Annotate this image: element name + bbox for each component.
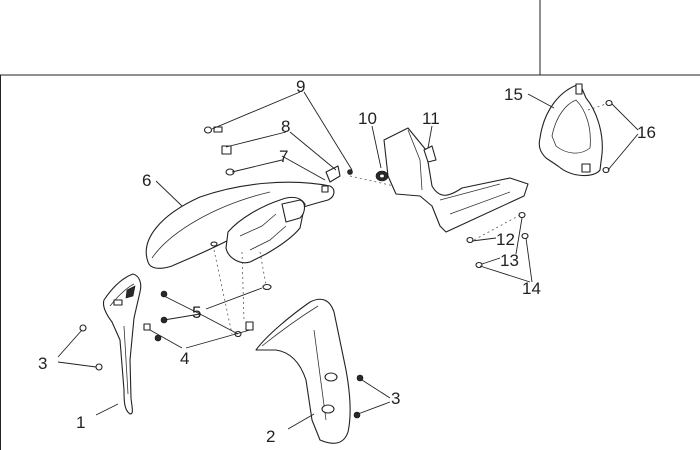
callout-7: 7: [279, 147, 288, 166]
callout-1: 1: [76, 413, 85, 432]
callout-10: 10: [358, 109, 377, 128]
callout-6: 6: [142, 171, 151, 190]
callout-13: 13: [500, 251, 519, 270]
assembly-guide-lines: [213, 103, 607, 335]
callout-14: 14: [522, 279, 541, 298]
callout-2: 2: [266, 427, 275, 446]
right-fork-cover-part: [255, 298, 351, 444]
callout-3: 3: [38, 354, 47, 373]
grab-handle-part: [538, 83, 603, 177]
callout-4: 4: [180, 349, 189, 368]
fastener-hardware: [79, 99, 613, 419]
left-fork-cover-part: [102, 273, 142, 415]
callout-12: 12: [496, 230, 515, 249]
callout-16: 16: [637, 123, 656, 142]
callout-3: 3: [391, 389, 400, 408]
callout-11: 11: [422, 109, 440, 128]
callout-8: 8: [281, 117, 290, 136]
callout-9: 9: [296, 77, 305, 96]
callout-labels: 1 2 3 3 4 5 6 7 8 9 10 11 12 13 14 15 16: [38, 77, 656, 446]
callout-5: 5: [192, 303, 201, 322]
leader-lines: [57, 91, 639, 430]
callout-15: 15: [504, 85, 523, 104]
inner-panel-part: [383, 127, 529, 233]
front-fender-part: [145, 181, 335, 291]
